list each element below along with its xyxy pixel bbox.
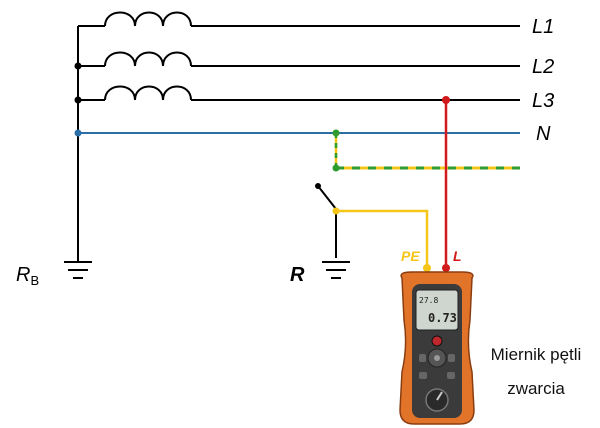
- label-rb: RB: [16, 264, 39, 288]
- neutral-line: [74, 129, 520, 137]
- ground-rb: [64, 258, 92, 279]
- coil-l3: [104, 85, 192, 101]
- meter-button-left: [419, 354, 426, 362]
- label-l2: L2: [532, 56, 554, 78]
- pe-probe-lead: [336, 209, 431, 272]
- meter-display-main: 0.73: [428, 311, 457, 325]
- meter-caption: Miernik pętli zwarcia: [476, 338, 596, 406]
- meter-screen: [415, 289, 459, 331]
- pe-tap: [332, 129, 520, 172]
- label-l1: L1: [532, 16, 554, 38]
- loop-meter-device: 27.8 0.73: [399, 271, 475, 425]
- phase-l1: [78, 11, 520, 27]
- phase-l3: [74, 85, 520, 104]
- meter-button-right: [448, 354, 455, 362]
- meter-display-top: 27.8: [419, 296, 438, 305]
- meter-button-left2: [419, 372, 427, 379]
- meter-button-red: [431, 335, 443, 347]
- meter-button-right2: [447, 372, 455, 379]
- meter-caption-line1: Miernik pętli: [490, 345, 582, 364]
- label-n: N: [536, 123, 551, 145]
- phase-l2: [74, 51, 520, 70]
- l-probe-lead: [442, 96, 450, 272]
- coil-l1: [104, 11, 192, 27]
- label-l3: L3: [532, 90, 554, 112]
- label-pe: PE: [401, 248, 420, 264]
- coil-l2: [104, 51, 192, 67]
- switch: [315, 183, 340, 258]
- meter-caption-line2: zwarcia: [507, 379, 565, 398]
- label-r: R: [290, 264, 305, 286]
- ground-r: [322, 261, 350, 279]
- label-l: L: [453, 248, 462, 264]
